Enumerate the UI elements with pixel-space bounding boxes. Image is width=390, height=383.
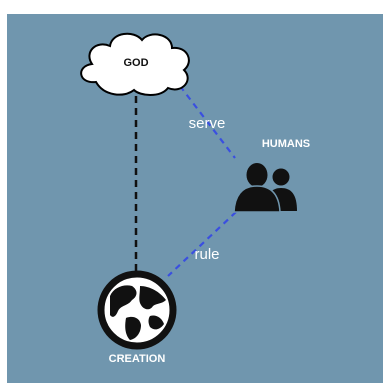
globe-icon [97,270,177,350]
humans-node: HUMANS [233,138,310,213]
god-humans-connector [179,85,236,159]
cloud-icon [80,32,190,96]
creation-node: CREATION [97,270,177,365]
node-label-creation: CREATION [109,353,166,365]
edge-label-rule: rule [194,246,219,263]
diagram-panel [7,14,383,383]
node-label-humans: HUMANS [262,138,310,150]
edge-label-serve: serve [189,115,226,132]
node-label-god: GOD [123,57,148,69]
humans-creation-connector [167,211,237,277]
god-node: GOD [80,32,190,96]
people-icon [233,163,297,213]
